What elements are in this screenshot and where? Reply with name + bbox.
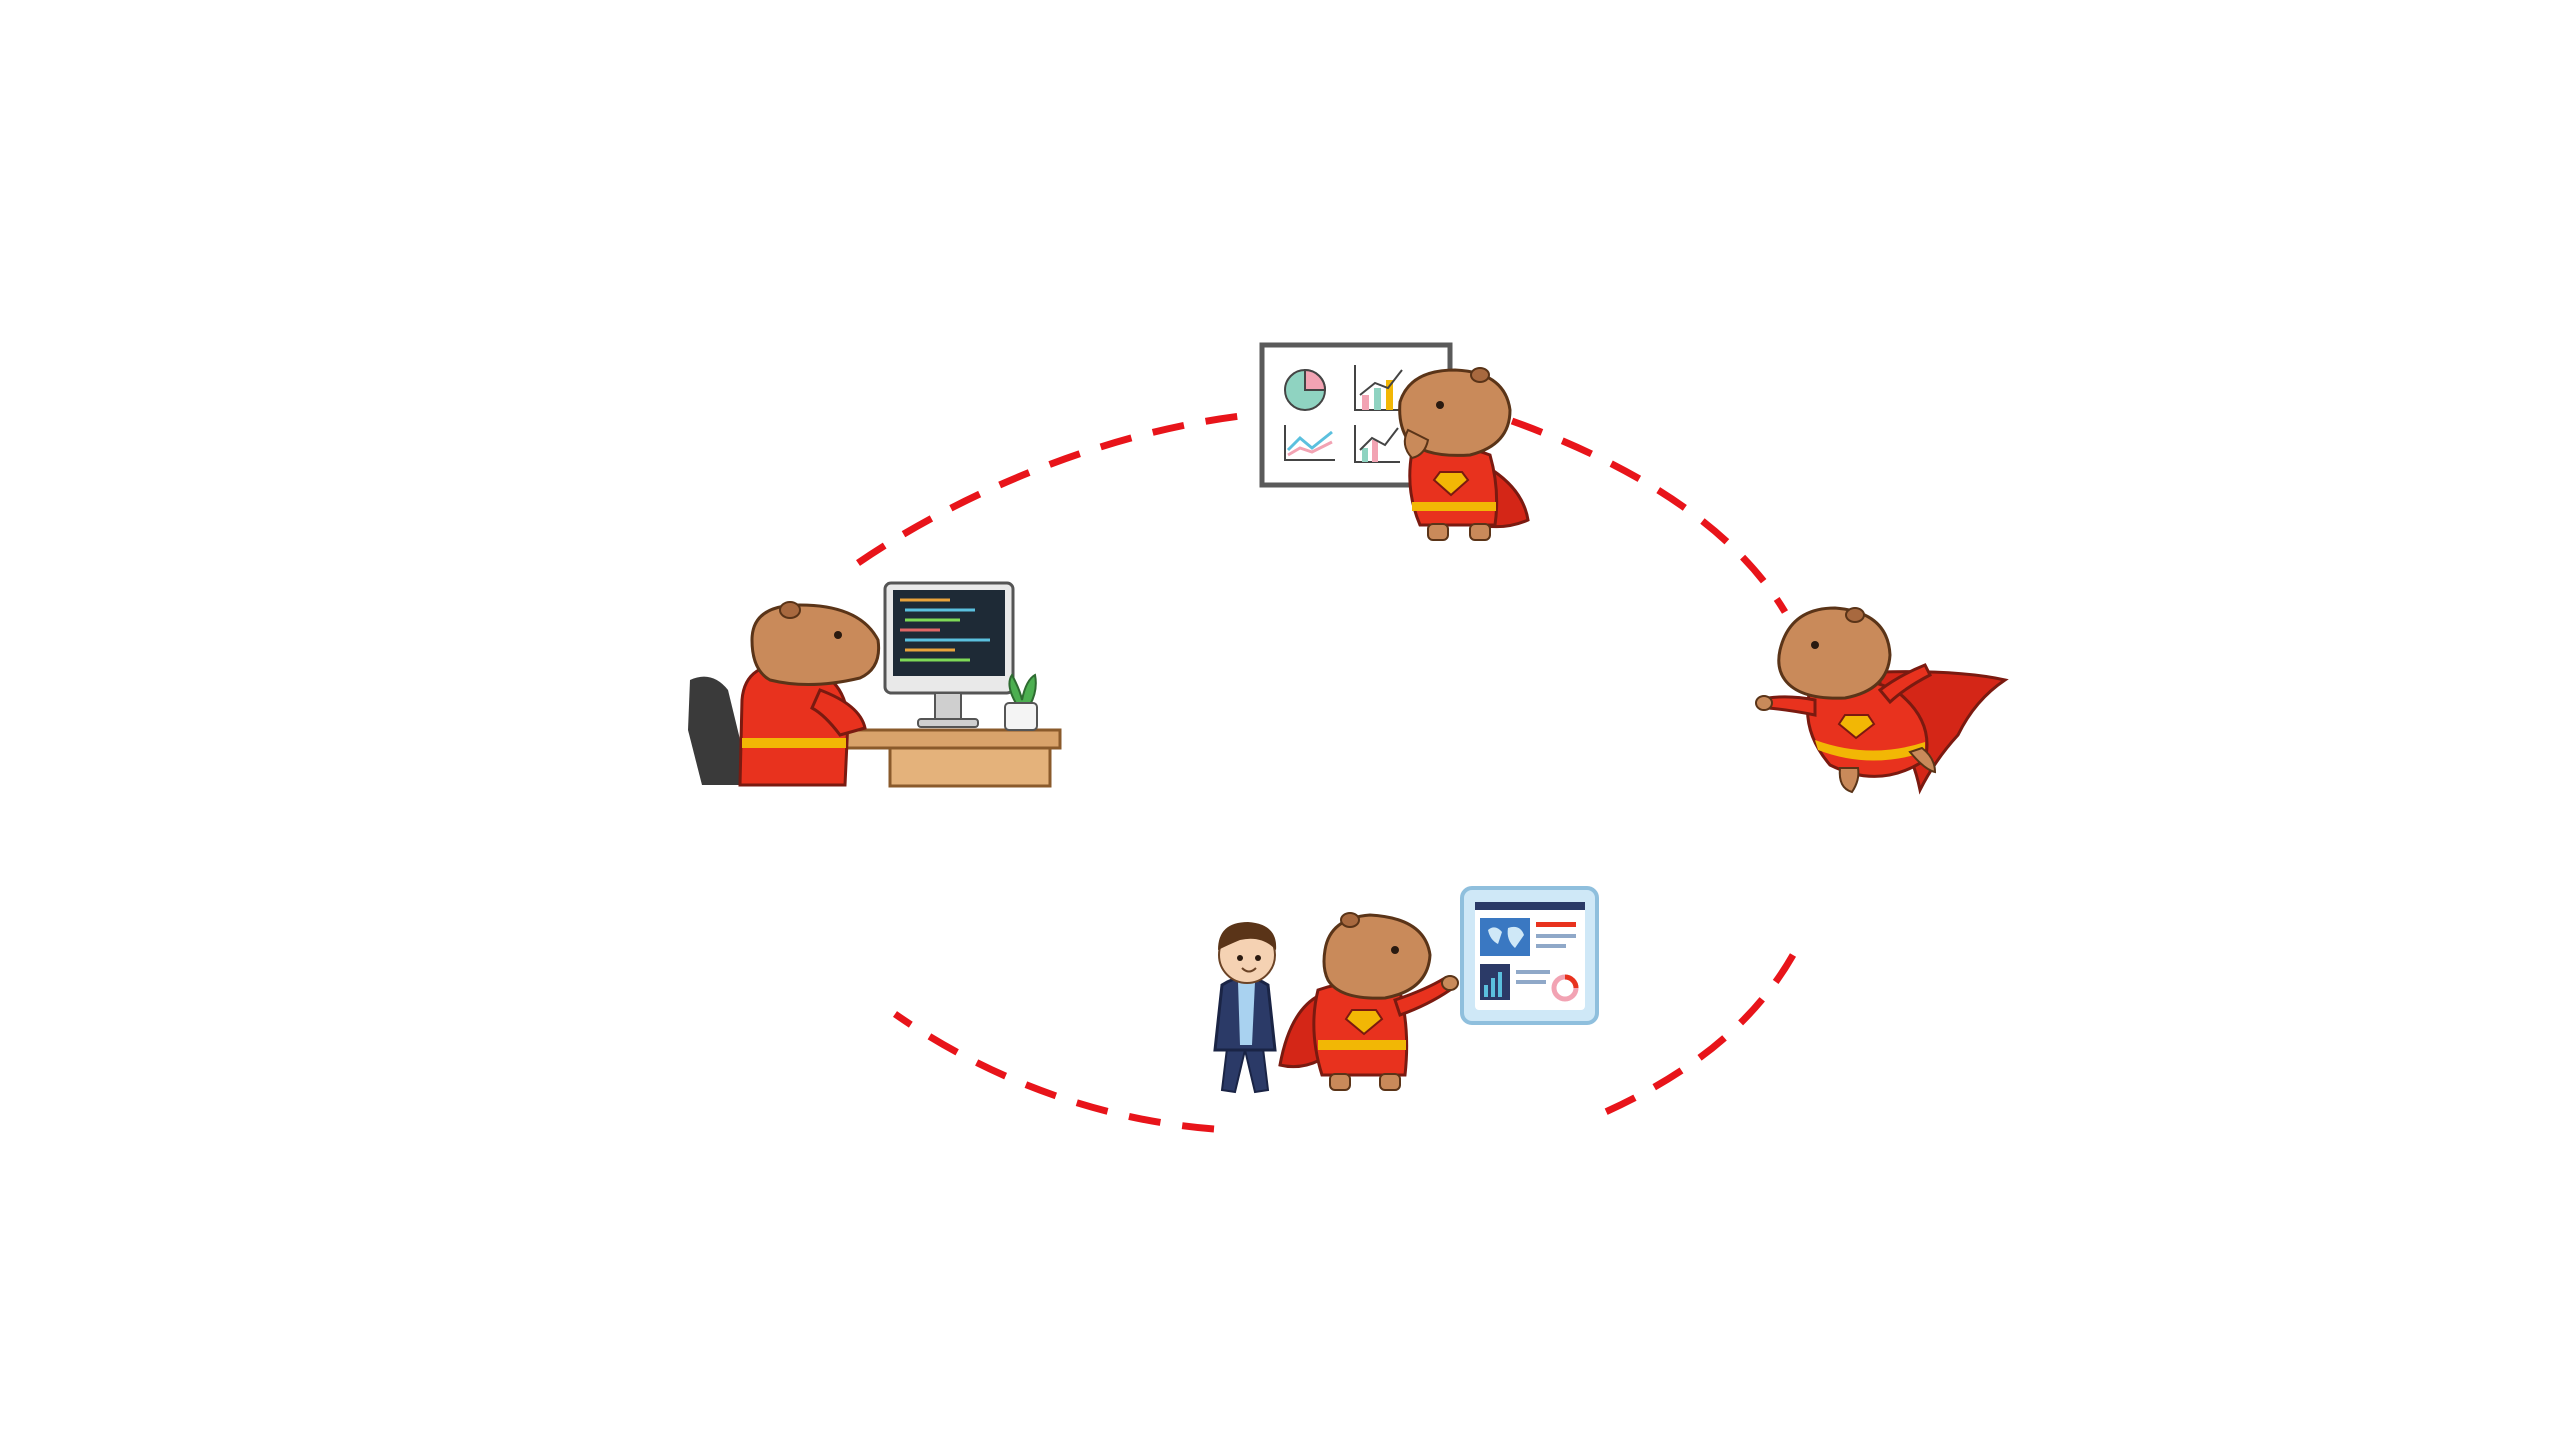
capybara-leg xyxy=(1379,1073,1401,1091)
capybara-hand xyxy=(1755,695,1773,711)
bar-chart-icon-2 xyxy=(1354,425,1400,463)
world-map-icon xyxy=(1488,926,1524,948)
capybara-hand xyxy=(1441,975,1459,991)
capybara-leg xyxy=(1427,523,1449,541)
capybara-leg xyxy=(1908,746,1937,774)
suit-belt xyxy=(1318,1040,1406,1050)
person-shirt xyxy=(1238,982,1255,1045)
capybara-head xyxy=(1777,606,1892,700)
capybara-leg xyxy=(1469,523,1491,541)
capybara-delivery-illustration xyxy=(1213,886,1599,1094)
capybara-head xyxy=(1322,913,1432,1000)
plant-pot xyxy=(1004,702,1038,731)
capybara-hand-on-chin xyxy=(1403,428,1430,460)
capybara-head xyxy=(750,603,881,686)
capybara-leg xyxy=(1838,767,1860,794)
capybara-leg xyxy=(1329,1073,1351,1091)
person-smile xyxy=(1241,967,1257,973)
monitor-screen xyxy=(893,590,1005,676)
person-eye xyxy=(1255,955,1261,961)
suit-belt xyxy=(1412,502,1496,511)
desk xyxy=(828,728,1062,750)
arc-flight-to-delivery xyxy=(1590,953,1797,1122)
capybara-eye xyxy=(1436,401,1444,409)
dashboard-panel xyxy=(1460,886,1599,1025)
code-lines xyxy=(900,598,990,662)
monitor-stand xyxy=(934,692,962,722)
potted-plant xyxy=(1008,673,1037,706)
office-chair xyxy=(688,676,745,785)
arc-delivery-to-coding xyxy=(893,1011,1215,1133)
person-hair xyxy=(1218,922,1277,950)
suit-belt xyxy=(1815,740,1925,761)
hero-emblem xyxy=(1344,1009,1384,1036)
arc-coding-to-analysis xyxy=(856,410,1259,566)
desk-leg xyxy=(888,746,1052,788)
monitor-base xyxy=(917,718,979,728)
hero-cape xyxy=(1278,992,1322,1069)
capybara-arm xyxy=(810,688,867,737)
pie-chart-icon xyxy=(1284,368,1327,411)
person-eye xyxy=(1237,955,1243,961)
suit-belt xyxy=(742,738,846,748)
capybara-ear xyxy=(779,601,801,619)
capybara-arm-raised xyxy=(1877,663,1933,705)
capybara-eye xyxy=(834,631,842,639)
capybara-analysis-illustration xyxy=(1259,342,1530,541)
cycle-arcs xyxy=(856,410,1797,1133)
capybara-flying-illustration xyxy=(1755,606,2009,795)
capybara-eye xyxy=(1811,641,1819,649)
arc-analysis-to-flight xyxy=(1510,417,1789,614)
hero-emblem xyxy=(1837,714,1876,740)
client-person xyxy=(1213,922,1277,1094)
capybara-coding-illustration xyxy=(688,581,1062,788)
bar-chart-icon xyxy=(1354,365,1405,411)
capybara-ear xyxy=(1470,367,1490,383)
capybara-arm-outstretched xyxy=(1766,695,1817,717)
hero-emblem xyxy=(1432,471,1470,497)
capybara-ear xyxy=(1340,912,1360,928)
line-chart-icon xyxy=(1284,425,1335,461)
capybara-ear xyxy=(1845,607,1865,623)
capybara-eye xyxy=(1391,946,1399,954)
